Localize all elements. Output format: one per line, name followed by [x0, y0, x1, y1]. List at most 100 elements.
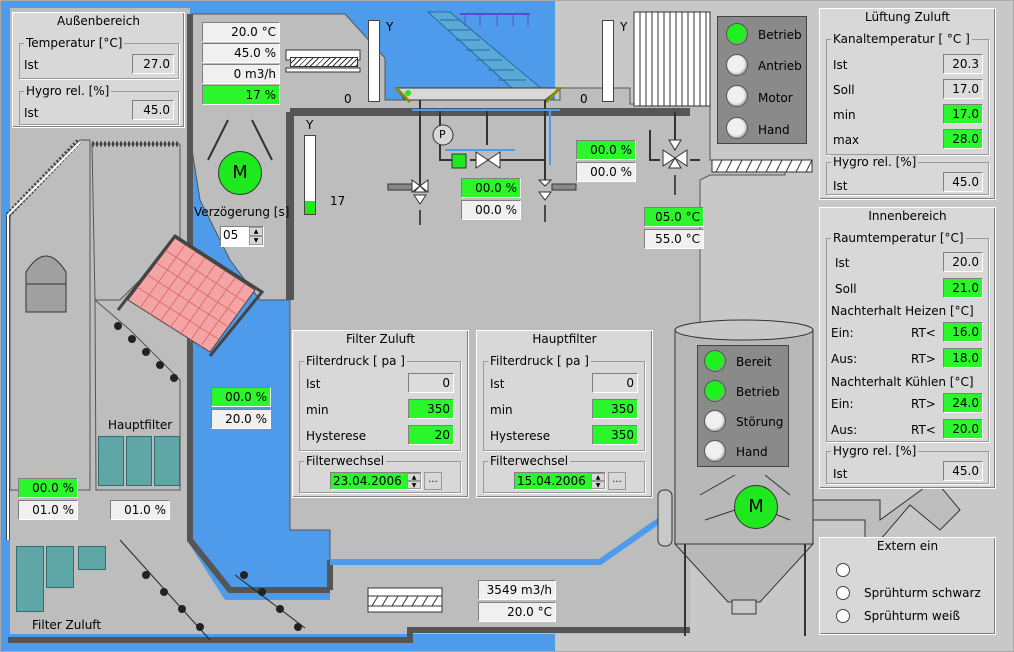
lueftung-hygro-ist-label: Ist [833, 179, 848, 193]
heizen-aus-value[interactable]: 18.0 [943, 348, 983, 368]
silo-motor-indicator: M [734, 485, 778, 529]
kanal-soll-value: 17.0 [943, 79, 983, 99]
heizen-group-title: Nachterhalt Heizen [°C] [831, 304, 974, 318]
extern-ein-panel: Extern ein Sprühturm schwarz Sprühturm w… [819, 537, 996, 635]
delay-up-button[interactable]: ▲ [249, 227, 263, 236]
valve1-readout-2: 00.0 % [461, 200, 521, 220]
fz-hyst-value[interactable]: 20 [408, 425, 454, 445]
aussen-temp-group: Temperatur [°C] Ist 27.0 [19, 36, 179, 79]
heat-exchanger-readout-1: 00.0 % [211, 387, 271, 407]
fz-druck-group: Filterdruck [ pa ] Ist 0 min 350 Hystere… [299, 354, 461, 451]
fan-humidity-readout: 45.0 % [202, 43, 280, 63]
lueftung-title: Lüftung Zuluft [865, 10, 950, 24]
extern-option-3-radio[interactable] [836, 609, 850, 623]
damper-gauge-right [602, 20, 614, 102]
fz-wechsel-group-title: Filterwechsel [304, 454, 387, 468]
fan-flow-readout: 0 m3/h [202, 64, 280, 84]
hf-wechsel-group-title: Filterwechsel [488, 454, 571, 468]
aussenbereich-title: Außenbereich [57, 14, 140, 28]
fan-motor-indicator: M [218, 151, 262, 195]
damper-gauge-left-zero: 0 [344, 92, 352, 106]
extern-option-1-radio[interactable] [836, 563, 850, 577]
aussen-temp-ist-label: Ist [24, 58, 39, 72]
innenbereich-title: Innenbereich [868, 209, 947, 223]
filter-zuluft-title: Filter Zuluft [345, 332, 416, 346]
pump-label: P [439, 128, 446, 141]
delay-spinner[interactable]: 05 ▲ ▼ [220, 226, 264, 247]
aussen-hygro-group: Hygro rel. [%] Ist 45.0 [19, 84, 179, 125]
delay-label: Verzögerung [s] [194, 205, 290, 219]
silo-led-stoerung-label: Störung [736, 415, 784, 429]
innen-hygro-group-title: Hygro rel. [%] [831, 444, 919, 458]
hf-min-value[interactable]: 350 [592, 399, 638, 419]
kanal-temp-group-title: Kanaltemperatur [ °C ] [831, 32, 972, 46]
kanal-min-value[interactable]: 17.0 [943, 104, 983, 124]
zuluft-filter-cell-3 [78, 546, 106, 570]
led-motor [726, 85, 748, 107]
hf-date-down-button[interactable]: ▼ [591, 481, 605, 489]
kanal-min-label: min [833, 108, 856, 122]
heizen-ein-op: RT< [911, 326, 936, 340]
mixing-gauge-y: Y [306, 118, 314, 132]
hf-date-spinner[interactable]: 15.04.2006 ▲ ▼ [514, 472, 606, 490]
fz-date-up-button[interactable]: ▲ [407, 473, 421, 481]
kanal-ist-label: Ist [833, 58, 848, 72]
fz-min-label: min [306, 403, 329, 417]
silo-led-hand-label: Hand [736, 445, 768, 459]
heizen-ein-value[interactable]: 16.0 [943, 322, 983, 342]
lueftung-zuluft-panel: Lüftung Zuluft Kanaltemperatur [ °C ] Is… [819, 8, 996, 200]
hauptfilter-panel: Hauptfilter Filterdruck [ pa ] Ist 0 min… [476, 330, 653, 498]
innen-hygro-ist-value: 45.0 [943, 461, 983, 481]
mixing-gauge-fill [305, 200, 315, 214]
hf-hyst-label: Hysterese [490, 429, 551, 443]
raum-ist-value: 20.0 [943, 252, 983, 272]
hf-date-value: 15.04.2006 [517, 474, 586, 488]
led-hand-label: Hand [758, 123, 790, 137]
raum-soll-label: Soll [835, 282, 857, 296]
innen-hygro-group: Hygro rel. [%] Ist 45.0 [826, 444, 989, 484]
fz-date-down-button[interactable]: ▼ [407, 481, 421, 489]
led-antrieb-label: Antrieb [758, 59, 802, 73]
fan-speed-readout: 17 % [202, 85, 280, 105]
fz-min-value[interactable]: 350 [408, 399, 454, 419]
lueftung-hygro-group-title: Hygro rel. [%] [831, 155, 919, 169]
mixing-gauge-value: 17 [330, 194, 346, 208]
silo-led-hand [704, 440, 726, 462]
filter-zuluft-diagram-label: Filter Zuluft [32, 618, 102, 632]
hf-date-picker-button[interactable]: ... [608, 472, 626, 490]
fz-hyst-label: Hysterese [306, 429, 367, 443]
kuehlen-ein-label: Ein: [831, 397, 854, 411]
raum-soll-value[interactable]: 21.0 [943, 278, 983, 298]
lueftung-hygro-ist-value: 45.0 [943, 172, 983, 192]
silo-led-stoerung [704, 410, 726, 432]
kuehlen-aus-label: Aus: [831, 423, 858, 437]
hf-druck-group: Filterdruck [ pa ] Ist 0 min 350 Hystere… [483, 354, 645, 451]
hf-date-up-button[interactable]: ▲ [591, 473, 605, 481]
kanal-temp-group: Kanaltemperatur [ °C ] Ist 20.3 Soll 17.… [826, 32, 989, 155]
zuluft-filter-cell-1 [16, 546, 44, 612]
kuehlen-ein-op: RT> [911, 397, 936, 411]
aussen-hygro-ist-label: Ist [24, 106, 39, 120]
raumtemp-group: Raumtemperatur [°C] Ist 20.0 Soll 21.0 N… [826, 231, 989, 442]
extern-option-2-radio[interactable] [836, 586, 850, 600]
kuehlen-aus-value[interactable]: 20.0 [943, 419, 983, 439]
hf-ist-value: 0 [592, 373, 638, 393]
led-betrieb-label: Betrieb [758, 28, 802, 42]
kanal-max-value[interactable]: 28.0 [943, 129, 983, 149]
silo-led-bereit [704, 350, 726, 372]
kuehlen-group-title: Nachterhalt Kühlen [°C] [831, 375, 974, 389]
fz-date-spinner[interactable]: 23.04.2006 ▲ ▼ [330, 472, 422, 490]
aussen-hygro-group-title: Hygro rel. [%] [24, 84, 112, 98]
kuehlen-ein-value[interactable]: 24.0 [943, 393, 983, 413]
hauptfilter-cell-1 [98, 436, 124, 486]
hf-druck-group-title: Filterdruck [ pa ] [488, 354, 591, 368]
fz-date-picker-button[interactable]: ... [424, 472, 442, 490]
extern-ein-title: Extern ein [876, 539, 939, 553]
fz-druck-group-title: Filterdruck [ pa ] [304, 354, 407, 368]
valve1-readout-1: 00.0 % [461, 178, 521, 198]
hf-min-label: min [490, 403, 513, 417]
hf-hyst-value[interactable]: 350 [592, 425, 638, 445]
delay-down-button[interactable]: ▼ [249, 236, 263, 245]
silo-led-panel: Bereit Betrieb Störung Hand [697, 345, 789, 467]
